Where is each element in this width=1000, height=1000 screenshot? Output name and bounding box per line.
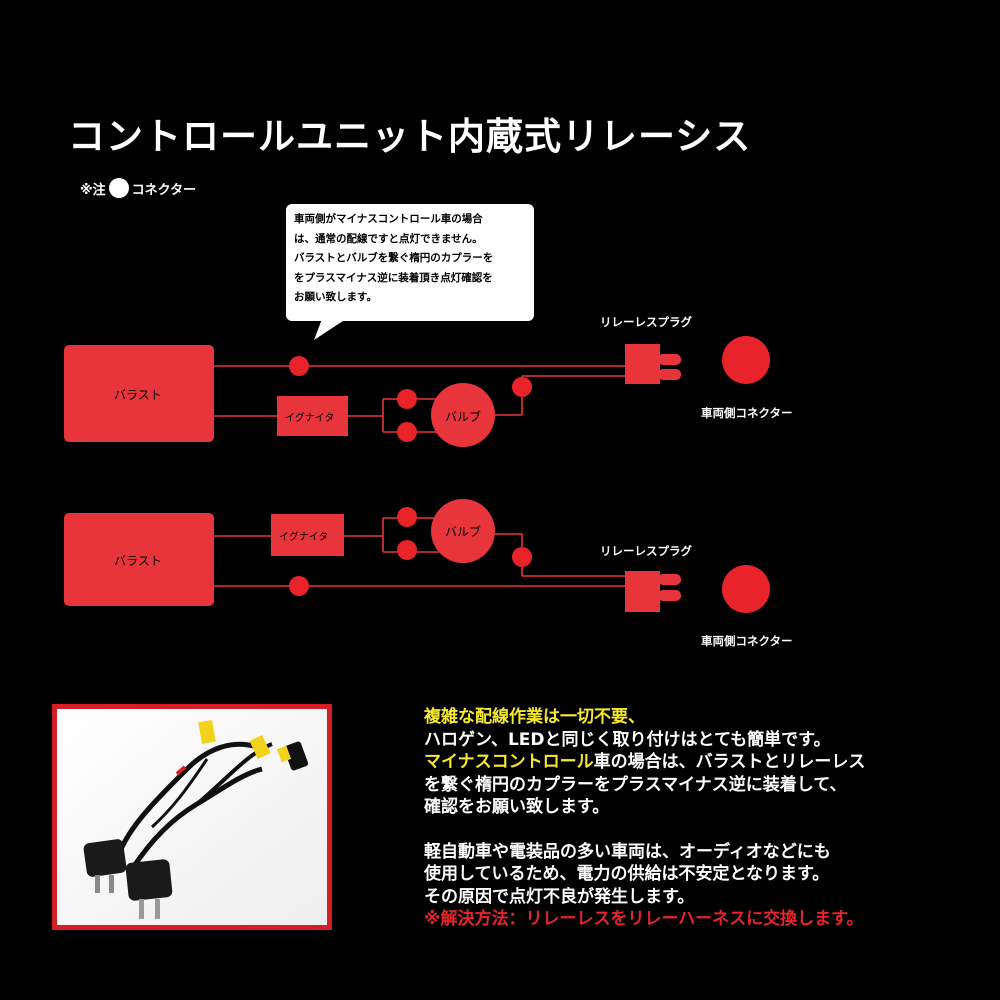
igniter-label: イグナイタ <box>279 532 329 543</box>
bulb-circle <box>431 383 495 447</box>
ballast-label: バラスト <box>114 554 162 568</box>
connector-dot <box>397 389 417 409</box>
plug-body <box>625 571 660 612</box>
vehicle-connector-label: 車両側コネクター <box>701 634 793 648</box>
bubble-line: をプラスマイナス逆に装着頂き点灯確認を <box>294 271 493 284</box>
warning-bubble: 車両側がマイナスコントロール車の場合 は、通常の配線ですと点灯できません。 バラ… <box>286 204 534 321</box>
connector-dot-icon <box>108 178 129 198</box>
plug-pin <box>658 369 681 380</box>
page-title: コントロールユニット内蔵式リレーシス <box>68 115 752 158</box>
igniter-box <box>277 396 348 436</box>
desc-spacer <box>424 819 865 841</box>
bubble-line: 車両側がマイナスコントロール車の場合 <box>294 213 483 225</box>
bulb-label: バルブ <box>445 525 482 539</box>
wiring-diagram <box>64 319 770 613</box>
igniter-box <box>271 514 344 556</box>
relayless-plug-label: リレーレスプラグ <box>600 544 692 558</box>
vehicle-connector <box>722 336 770 384</box>
desc-line: を繋ぐ楕円のカプラーをプラスマイナス逆に装着して、 <box>424 774 847 795</box>
ballast-label: バラスト <box>114 388 162 402</box>
note-label: コネクター <box>131 182 197 198</box>
desc-line: 軽自動車や電装品の多い車両は、オーディオなどにも <box>424 841 831 862</box>
connector-dot <box>397 422 417 442</box>
connector-dot <box>512 377 532 397</box>
vehicle-connector <box>722 565 770 613</box>
bubble-line: お願い致します。 <box>294 291 377 303</box>
connector-dot <box>289 576 309 596</box>
desc-line-mixed: マイナスコントロール車の場合は、バラストとリレーレス <box>424 751 865 774</box>
relayless-plug-label: リレーレスプラグ <box>600 315 692 329</box>
product-photo <box>57 709 327 925</box>
connector-dot <box>397 540 417 560</box>
plug-pin <box>658 354 681 365</box>
plug-body <box>625 344 660 384</box>
harness-image <box>57 709 327 925</box>
bubble-line: バラストとバルブを繋ぐ楕円のカプラーを <box>294 252 494 264</box>
note-prefix: ※注 <box>80 182 106 198</box>
plug-pin <box>658 574 681 585</box>
desc-solution: ※解決方法：リレーレスをリレーハーネスに交換します。 <box>424 909 864 929</box>
ballast-box <box>64 513 214 606</box>
desc-highlight: マイナスコントロール <box>424 752 594 772</box>
igniter-label: イグナイタ <box>285 413 335 424</box>
product-photo-frame <box>52 704 332 930</box>
connector-dot <box>397 507 417 527</box>
connector-note: ※注 コネクター <box>80 178 196 198</box>
desc-line: 確認をお願い致します。 <box>424 797 610 817</box>
desc-line: 複雑な配線作業は一切不要、 <box>424 707 645 727</box>
connector-dot <box>289 356 309 376</box>
desc-line: ハロゲン、LEDと同じく取り付けはとても簡単です。 <box>424 729 831 750</box>
diagram-1 <box>213 365 632 433</box>
vehicle-connector-label: 車両側コネクター <box>701 406 793 420</box>
diagram-2-shapes <box>64 499 770 613</box>
bulb-label: バルブ <box>445 410 482 424</box>
diagram-1-shapes <box>64 336 770 447</box>
plug-pin <box>658 590 681 601</box>
connector-dot <box>512 547 532 567</box>
description: 複雑な配線作業は一切不要、 ハロゲン、LEDと同じく取り付けはとても簡単です。 … <box>424 706 865 931</box>
ballast-box <box>64 345 214 442</box>
bubble-tail <box>314 319 346 340</box>
desc-line: 使用しているため、電力の供給は不安定となります。 <box>424 864 830 884</box>
bubble-line: は、通常の配線ですと点灯できません。 <box>294 232 483 245</box>
desc-text: 車の場合は、バラストとリレーレス <box>593 752 866 772</box>
bulb-circle <box>431 499 495 563</box>
desc-line: その原因で点灯不良が発生します。 <box>424 886 695 907</box>
